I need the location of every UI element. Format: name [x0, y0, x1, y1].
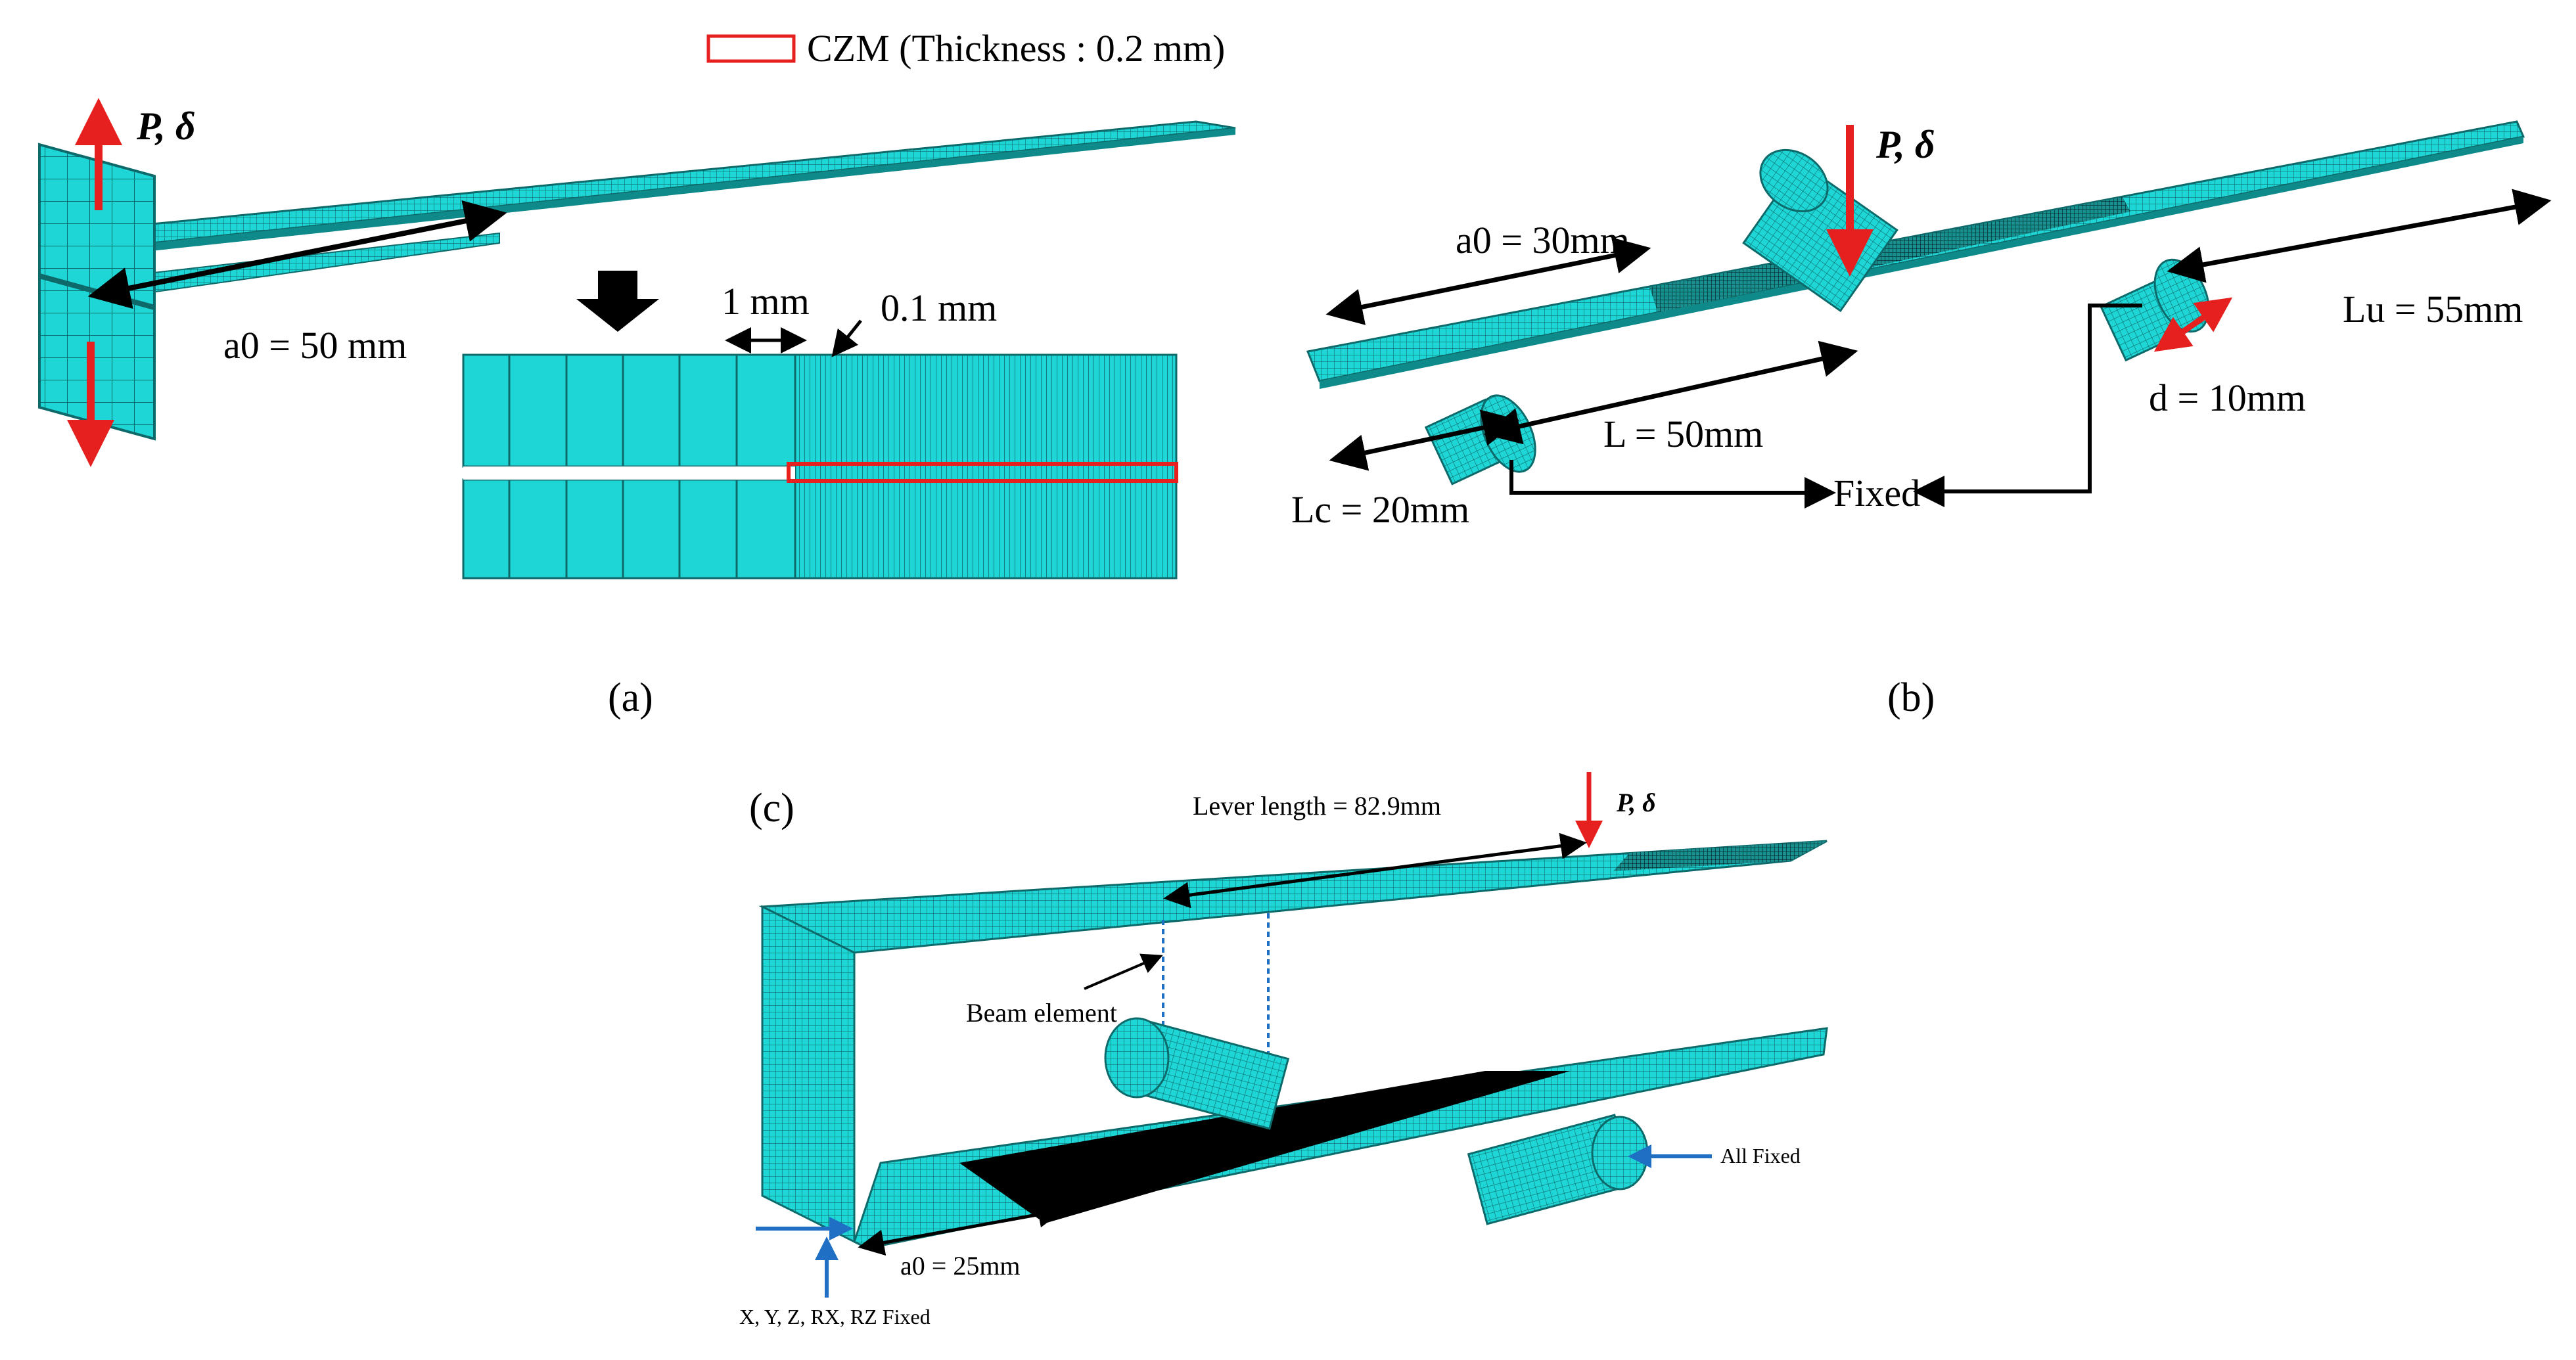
enf-plate-edge — [1320, 137, 2523, 389]
Lu-arrow — [2167, 189, 2552, 283]
fixed-label: Fixed — [1833, 472, 1920, 514]
a0-arrow-b — [1325, 237, 1651, 325]
panel-a: CZM (Thickness : 0.2 mm) P, δ a0 = 50 mm — [38, 27, 1236, 720]
caption-c: (c) — [749, 786, 794, 830]
enf-plate-dense — [1649, 197, 2130, 313]
crack-length-arrow — [87, 200, 507, 309]
crack-length-label: a0 = 50 mm — [223, 324, 407, 367]
coarse-divisions — [508, 355, 738, 578]
load-label-a: P, δ — [136, 104, 196, 148]
L-label: L = 50mm — [1603, 413, 1763, 455]
czm-legend-label: CZM (Thickness : 0.2 mm) — [807, 27, 1225, 70]
Lc-label: Lc = 20mm — [1291, 488, 1469, 531]
beam-leader — [1084, 953, 1163, 990]
caption-b: (b) — [1887, 675, 1935, 720]
dim-01mm-label: 0.1 mm — [881, 286, 997, 329]
a0-label-b: a0 = 30mm — [1456, 219, 1630, 261]
detail-upper-coarse — [462, 353, 796, 468]
d-label: d = 10mm — [2149, 376, 2306, 419]
panel-b: P, δ a0 = 30mm L = 50mm Lc = 20mm Lu = 5… — [1291, 120, 2552, 720]
czm-layer — [787, 462, 1178, 483]
lever-length-arrow — [1163, 832, 1587, 909]
fixed-leader-left — [1509, 460, 1836, 509]
cylinder-loading — [1104, 1017, 1290, 1130]
load-label-b: P, δ — [1875, 123, 1935, 166]
detail-fine-mesh — [794, 353, 1178, 579]
zoom-down-arrow — [576, 271, 659, 332]
a0-arrow-c — [858, 1201, 1065, 1256]
dim-1mm-label: 1 mm — [722, 280, 810, 323]
dim-01mm-arrow — [831, 319, 862, 357]
fixed-leader-right — [1913, 304, 2142, 507]
a0-label-c: a0 = 25mm — [900, 1251, 1021, 1281]
caption-a: (a) — [608, 675, 653, 720]
lower-specimen — [853, 1027, 1828, 1250]
panel-c: (c) P, δ Lever length = 82.9mm Beam e — [739, 772, 1828, 1328]
lever-length-label: Lever length = 82.9mm — [1193, 791, 1441, 821]
d-arrow — [2153, 297, 2233, 352]
L-arrow — [1483, 340, 1858, 445]
detail-gap — [463, 466, 795, 480]
load-label-c: P, δ — [1616, 788, 1656, 817]
beam-label: Beam element — [966, 998, 1117, 1028]
Lu-label: Lu = 55mm — [2343, 288, 2523, 330]
czm-legend-swatch — [706, 34, 796, 63]
detail-lower-coarse — [462, 478, 796, 579]
all-fixed-label: All Fixed — [1720, 1144, 1801, 1167]
lever-upper-dense — [1613, 841, 1827, 871]
dcb-plate-top — [122, 120, 1236, 244]
bc-label: X, Y, Z, RX, RZ Fixed — [739, 1305, 931, 1328]
cylinder-support — [1467, 1114, 1649, 1225]
lever-vertical — [761, 905, 856, 1244]
lower-specimen-black — [959, 1071, 1571, 1223]
dcb-plate-edge — [151, 128, 1235, 251]
zoom-detail: 1 mm 0.1 mm — [462, 280, 1178, 579]
Lc-arrow — [1329, 409, 1520, 471]
